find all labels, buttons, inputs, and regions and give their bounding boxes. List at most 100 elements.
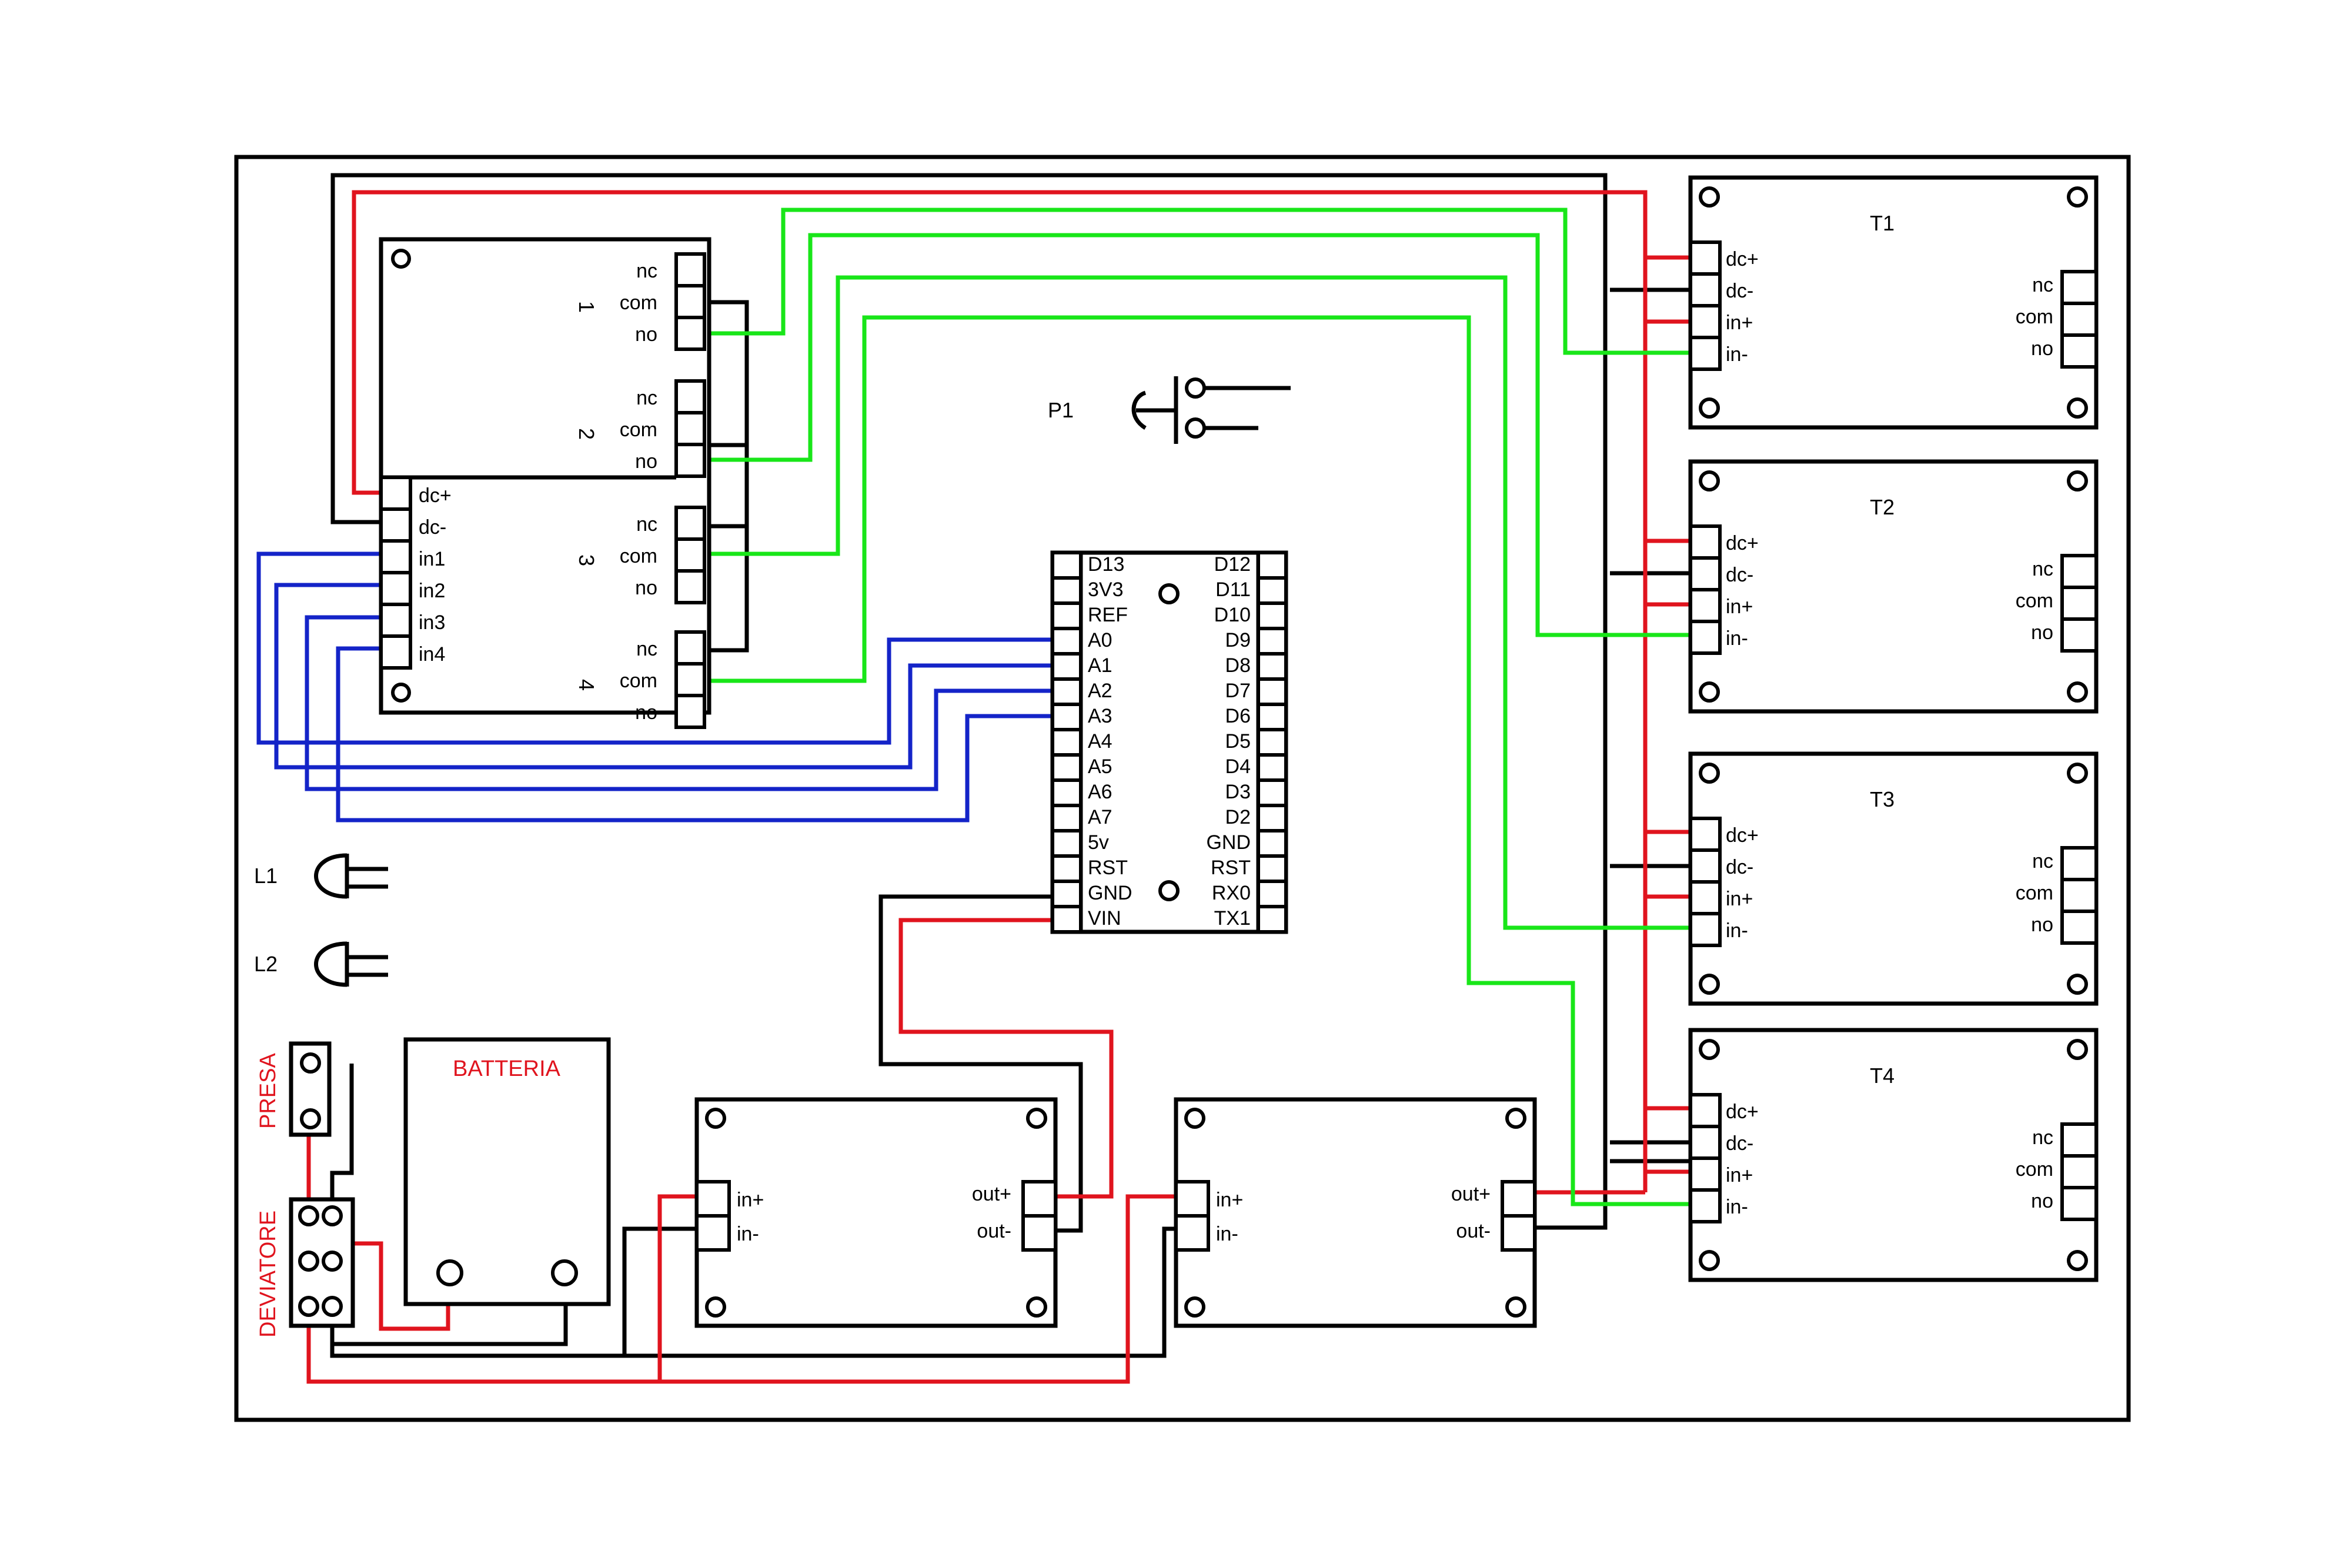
converter-pin [695, 1214, 731, 1252]
converter-pin [1501, 1214, 1536, 1252]
timer-modules: T1dc+dc-in+in-nccomnoT2dc+dc-in+in-nccom… [1688, 175, 2099, 1282]
socket-presa: PRESA [256, 1041, 332, 1137]
arduino-pin [1257, 576, 1288, 605]
arduino-pin [1257, 829, 1288, 858]
arduino-nano: D133V3REFA0A1A2A3A4A5A6A75vRSTGNDVIND12D… [1050, 550, 1288, 934]
arduino-pin [1051, 703, 1083, 731]
arduino-pin [1051, 778, 1083, 807]
converter-in-minus-label: in- [737, 1223, 759, 1245]
arduino-pin [1257, 703, 1288, 731]
timer-input-pin [1689, 620, 1722, 655]
mount-hole [1699, 1039, 1720, 1060]
relay-input-pin [379, 476, 412, 511]
mount-hole [2067, 397, 2088, 419]
led-1: L1 [254, 853, 388, 899]
arduino-pin-label: VIN [1088, 907, 1121, 930]
timer-output-label: nc [2032, 1126, 2053, 1149]
mount-hole [1505, 1108, 1526, 1129]
relay-terminal [674, 284, 706, 319]
relay-terminal [674, 316, 706, 351]
relay-input-label: dc- [419, 516, 446, 539]
red-wires [306, 190, 1690, 1384]
timer-input-label: in+ [1726, 596, 1753, 618]
button-label: P1 [1048, 398, 1074, 422]
timer-input-pin [1689, 912, 1722, 947]
relay-input-pin [379, 571, 412, 606]
arduino-pin [1051, 728, 1083, 757]
relay-terminal-label: nc [636, 260, 657, 282]
timer-output-label: nc [2032, 558, 2053, 580]
timer-label: T2 [1870, 495, 1895, 519]
arduino-pin [1257, 854, 1288, 883]
arduino-pin-label: RX0 [1212, 882, 1251, 904]
timer-input-pin [1689, 1125, 1722, 1160]
mount-hole [1184, 1296, 1205, 1318]
converter-out-plus-label: out+ [1451, 1183, 1491, 1205]
arduino-pin [1051, 829, 1083, 858]
converter-pin [1501, 1180, 1536, 1218]
timer-input-pin [1689, 1093, 1722, 1128]
converter-out-minus-label: out- [977, 1220, 1011, 1242]
converter-pin [695, 1180, 731, 1218]
mount-hole [1699, 186, 1720, 208]
arduino-pin-label: D4 [1225, 755, 1251, 778]
relay-channel-number: 3 [574, 554, 599, 566]
mount-hole [1026, 1296, 1047, 1318]
relay-terminal-label: com [620, 419, 657, 441]
converter-pin [1021, 1214, 1057, 1252]
timer-label: T1 [1870, 211, 1895, 235]
timer-label: T4 [1870, 1064, 1895, 1088]
mount-hole [1699, 681, 1720, 703]
timer-input-pin [1689, 880, 1722, 915]
timer-input-label: in- [1726, 627, 1748, 650]
arduino-pin [1051, 601, 1083, 630]
timer-output-pin [2060, 1186, 2098, 1221]
arduino-pin-label: D5 [1225, 730, 1251, 753]
timer-output-label: no [2031, 914, 2053, 936]
arduino-pin-label: D3 [1225, 781, 1251, 803]
timer-input-pin [1689, 817, 1722, 852]
relay-input-label: in3 [419, 611, 445, 634]
arduino-pin-label: A0 [1088, 629, 1112, 651]
converter-in-plus-label: in+ [1216, 1189, 1243, 1211]
arduino-pin-label: A5 [1088, 755, 1112, 778]
timer-input-label: dc+ [1726, 824, 1759, 847]
relay-input-pin [379, 603, 412, 638]
timer-output-pin [2060, 910, 2098, 945]
arduino-pin-label: 3V3 [1088, 579, 1124, 601]
switch-deviatore: DEVIATORE [256, 1197, 355, 1338]
board-outline [234, 155, 2131, 1422]
arduino-pin [1257, 601, 1288, 630]
mount-hole [391, 683, 411, 703]
arduino-pin [1051, 652, 1083, 681]
arduino-pin-label: A7 [1088, 806, 1112, 828]
arduino-pin-label: GND [1088, 882, 1132, 904]
relay-terminal [674, 630, 706, 666]
green-wires [682, 208, 1690, 1206]
relay-terminal-label: nc [636, 638, 657, 660]
timer-output-label: nc [2032, 274, 2053, 296]
timer-input-pin [1689, 240, 1722, 276]
arduino-pin [1051, 677, 1083, 706]
dc-dc-converters: in+in-out+out-in+in-out+out- [694, 1097, 1537, 1328]
timer-output-pin [2060, 333, 2098, 369]
arduino-pin-label: A1 [1088, 654, 1112, 677]
arduino-pin-label: D13 [1088, 553, 1124, 576]
timer-output-pin [2060, 617, 2098, 653]
timer-output-label: com [2016, 306, 2053, 328]
converter-pin [1021, 1180, 1057, 1218]
timer-output-pin [2060, 270, 2098, 305]
mount-hole [1158, 583, 1180, 604]
timer-input-label: dc+ [1726, 1101, 1759, 1123]
arduino-pin-label: D9 [1225, 629, 1251, 651]
converter-out-minus-label: out- [1456, 1220, 1491, 1242]
arduino-pin [1051, 753, 1083, 782]
arduino-pin [1257, 804, 1288, 833]
relay-terminal-label: com [620, 292, 657, 314]
arduino-pin [1257, 728, 1288, 757]
mount-hole [1158, 880, 1180, 901]
timer-output-label: com [2016, 882, 2053, 904]
relay-terminal-label: no [635, 323, 657, 346]
